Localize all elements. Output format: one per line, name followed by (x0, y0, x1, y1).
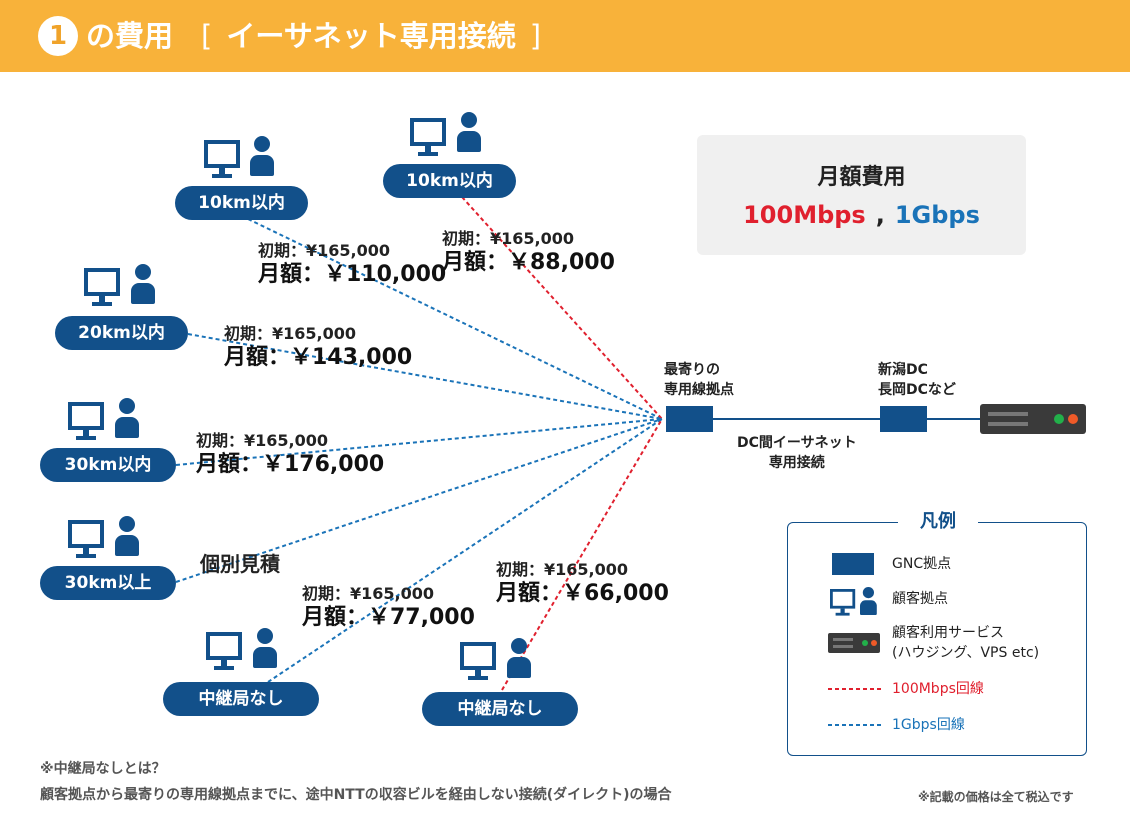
person-icon (507, 638, 531, 678)
legend-1g-line (828, 724, 884, 726)
person-icon (131, 264, 155, 304)
gnc-node-nearest (666, 406, 713, 432)
person-icon (115, 516, 139, 556)
initial-fee: 初期：¥165,000 (442, 229, 575, 248)
customer-pill-30km-within: 30km以内 (40, 448, 176, 482)
legend-service-line1: 顧客利用サービス (892, 625, 1004, 641)
initial-fee: 初期：¥165,000 (302, 584, 435, 603)
dc-node-label-line2: 長岡DCなど (878, 382, 956, 398)
individual-estimate: 個別見積 (200, 552, 280, 576)
initial-fee: 初期：¥165,000 (496, 560, 629, 579)
pc-icon (410, 118, 446, 158)
legend-customer-label: 顧客拠点 (892, 591, 948, 607)
line-1g-20km (187, 333, 663, 420)
pc-icon (84, 268, 120, 308)
monthly-fee: 月額：￥110,000 (258, 262, 447, 287)
nearest-node-label-line2: 専用線拠点 (664, 382, 734, 398)
header-banner: 1 の費用 [ イーサネット専用接続] (0, 0, 1130, 72)
header-bracket-open: [ (201, 19, 213, 53)
monthly-fee: 月額：￥176,000 (196, 452, 385, 477)
pc-icon (68, 520, 104, 560)
pc-icon (206, 632, 242, 672)
legend-title: 凡例 (898, 509, 978, 535)
dc-link-label: DC間イーサネット 専用接続 (737, 433, 857, 473)
price-10km-1g: 初期：¥165,000 月額：￥110,000 (258, 241, 446, 289)
nearest-node-label-line1: 最寄りの (664, 362, 720, 378)
customer-pill-direct-100m: 中継局なし (422, 692, 578, 726)
note-explanation: 顧客拠点から最寄りの専用線拠点までに、途中NTTの収容ビルを経由しない接続(ダイ… (40, 787, 672, 803)
gnc-node-dc (880, 406, 927, 432)
customer-pill-20km: 20km以内 (55, 316, 188, 350)
line-1g-30km-over (175, 418, 663, 583)
dc-link-label-line1: DC間イーサネット (737, 435, 857, 451)
pc-icon (204, 140, 240, 180)
nearest-node-label: 最寄りの 専用線拠点 (664, 360, 734, 400)
legend-gnc-icon (832, 553, 874, 575)
initial-fee: 初期：¥165,000 (258, 241, 391, 260)
price-10km-100m: 初期：¥165,000 月額：￥88,000 (442, 229, 615, 277)
person-icon (457, 112, 481, 152)
price-direct-1g: 初期：¥165,000 月額：￥77,000 (302, 584, 475, 632)
header-number-badge: 1 (38, 16, 78, 56)
legend-server-icon (828, 633, 880, 653)
initial-fee: 初期：¥165,000 (224, 324, 357, 343)
price-20km: 初期：¥165,000 月額：￥143,000 (224, 324, 412, 372)
monthly-fee: 月額：￥88,000 (442, 250, 615, 275)
person-icon (253, 628, 277, 668)
note-tax: ※記載の価格は全て税込です (918, 790, 1074, 804)
server-icon (980, 404, 1086, 434)
line-100m-direct (501, 418, 663, 691)
legend-person-icon (860, 587, 877, 615)
pc-icon (460, 642, 496, 682)
header-title-main: の費用 (86, 19, 174, 53)
line-100m-10km (461, 196, 663, 420)
monthly-fee: 月額：￥66,000 (496, 581, 669, 606)
header-bracket-close: ] (529, 19, 542, 53)
dc-node-label: 新潟DC 長岡DCなど (878, 360, 956, 400)
line-1g-30km-within (175, 418, 663, 466)
speed-1g: 1Gbps (894, 201, 980, 229)
monthly-fee-box: 月額費用 100Mbps, 1Gbps (697, 135, 1026, 255)
pc-icon (68, 402, 104, 442)
speed-separator: , (875, 201, 885, 229)
dc-link-label-line2: 専用接続 (768, 455, 825, 471)
monthly-fee-speeds: 100Mbps, 1Gbps (697, 201, 1026, 229)
price-30km-within: 初期：¥165,000 月額：￥176,000 (196, 431, 384, 479)
person-icon (250, 136, 274, 176)
legend: 凡例 GNC拠点 顧客拠点 顧客利用サービス (ハウジング、VPS etc) 1… (787, 509, 1087, 756)
legend-1g-label: 1Gbps回線 (892, 717, 965, 733)
speed-100m: 100Mbps (743, 201, 866, 229)
person-icon (115, 398, 139, 438)
legend-pc-icon (830, 589, 856, 617)
customer-pill-30km-over: 30km以上 (40, 566, 176, 600)
dc-node-label-line1: 新潟DC (878, 362, 928, 378)
line-1g-direct (267, 418, 663, 683)
initial-fee: 初期：¥165,000 (196, 431, 329, 450)
header-title: の費用 [ イーサネット専用接続] (86, 14, 555, 58)
monthly-fee-title: 月額費用 (817, 165, 906, 190)
legend-service-label: 顧客利用サービス (ハウジング、VPS etc) (892, 623, 1039, 663)
customer-pill-direct-1g: 中継局なし (163, 682, 319, 716)
customer-pill-10km-100m: 10km以内 (383, 164, 516, 198)
legend-100m-label: 100Mbps回線 (892, 681, 984, 697)
legend-100m-line (828, 688, 884, 690)
monthly-fee: 月額：￥77,000 (302, 605, 475, 630)
price-direct-100m: 初期：¥165,000 月額：￥66,000 (496, 560, 669, 608)
monthly-fee: 月額：￥143,000 (224, 345, 413, 370)
legend-gnc-label: GNC拠点 (892, 556, 952, 572)
customer-pill-10km-1g: 10km以内 (175, 186, 308, 220)
legend-service-line2: (ハウジング、VPS etc) (892, 645, 1040, 661)
note-question: ※中継局なしとは？ (40, 761, 166, 777)
header-subtitle: イーサネット専用接続 (226, 19, 516, 53)
